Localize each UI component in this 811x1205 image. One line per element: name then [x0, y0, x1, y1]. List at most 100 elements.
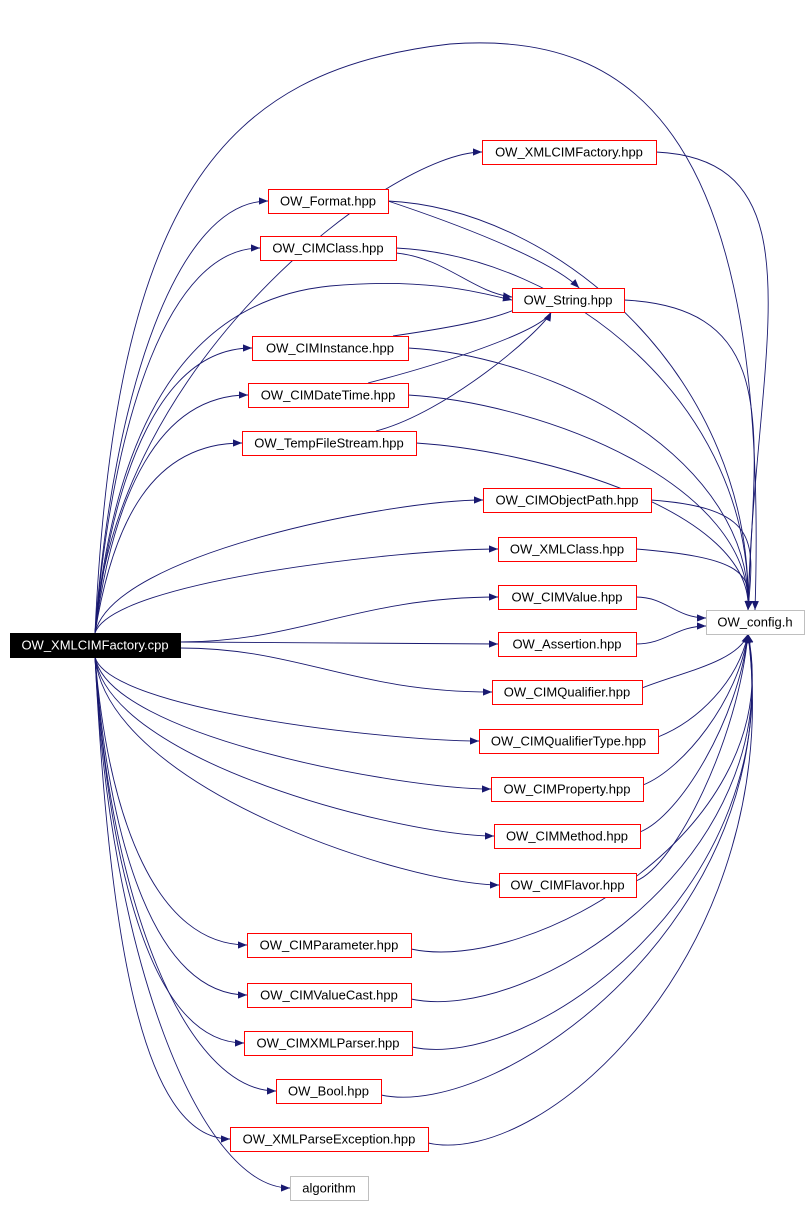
- node-cimobjectpath[interactable]: OW_CIMObjectPath.hpp: [483, 488, 652, 513]
- edge-xmlcimfactory-h-to-config: [655, 151, 769, 611]
- node-cimclass[interactable]: OW_CIMClass.hpp: [260, 236, 397, 261]
- node-cimvalue[interactable]: OW_CIMValue.hpp: [498, 585, 637, 610]
- edge-root-to-cimvalue: [179, 593, 499, 643]
- edge-root-to-cimmethod: [94, 656, 495, 840]
- node-box-cimdatetime: [248, 383, 409, 408]
- node-algorithm: algorithm: [290, 1176, 369, 1201]
- node-label-assertion: OW_Assertion.hpp: [512, 637, 621, 652]
- edge-root-to-cimqualifier: [179, 647, 493, 696]
- edge-tempfilestream-to-string: [375, 311, 552, 432]
- node-label-algorithm: algorithm: [302, 1181, 355, 1196]
- node-cimdatetime[interactable]: OW_CIMDateTime.hpp: [248, 383, 409, 408]
- edge-root-to-cimxmlparser: [94, 656, 245, 1047]
- node-bool[interactable]: OW_Bool.hpp: [276, 1079, 382, 1104]
- node-box-assertion: [498, 632, 637, 657]
- node-label-root: OW_XMLCIMFactory.cpp: [21, 638, 168, 653]
- node-box-algorithm: [290, 1176, 369, 1201]
- node-cimxmlparser[interactable]: OW_CIMXMLParser.hpp: [244, 1031, 413, 1056]
- edge-root-to-ciminstance: [94, 344, 253, 634]
- node-assertion[interactable]: OW_Assertion.hpp: [498, 632, 637, 657]
- node-label-cimvaluecast: OW_CIMValueCast.hpp: [260, 988, 398, 1003]
- node-root[interactable]: OW_XMLCIMFactory.cpp: [10, 633, 181, 658]
- edge-cimclass-to-string: [395, 252, 513, 300]
- node-label-ciminstance: OW_CIMInstance.hpp: [266, 341, 394, 356]
- edge-root-to-assertion: [179, 640, 499, 648]
- node-ciminstance[interactable]: OW_CIMInstance.hpp: [252, 336, 409, 361]
- node-label-config: OW_config.h: [717, 615, 792, 630]
- node-string[interactable]: OW_String.hpp: [512, 288, 625, 313]
- node-box-string: [512, 288, 625, 313]
- node-box-format: [268, 189, 389, 214]
- node-cimproperty[interactable]: OW_CIMProperty.hpp: [491, 777, 644, 802]
- edge-bool-to-config: [380, 633, 753, 1098]
- node-label-xmlparseexception: OW_XMLParseException.hpp: [243, 1132, 416, 1147]
- edge-root-to-bool: [94, 656, 277, 1095]
- node-box-cimvaluecast: [247, 983, 412, 1008]
- edge-root-to-cimclass: [94, 244, 261, 634]
- node-label-cimparameter: OW_CIMParameter.hpp: [260, 938, 399, 953]
- node-box-cimxmlparser: [244, 1031, 413, 1056]
- nodes-layer: OW_XMLCIMFactory.cpp OW_XMLCIMFactory.hpp…: [10, 140, 805, 1201]
- node-cimmethod[interactable]: OW_CIMMethod.hpp: [494, 824, 641, 849]
- edge-root-to-cimproperty: [94, 656, 492, 793]
- node-cimvaluecast[interactable]: OW_CIMValueCast.hpp: [247, 983, 412, 1008]
- node-box-root: [10, 633, 181, 658]
- node-box-cimvalue: [498, 585, 637, 610]
- node-label-bool: OW_Bool.hpp: [288, 1084, 369, 1099]
- node-label-cimxmlparser: OW_CIMXMLParser.hpp: [256, 1036, 399, 1051]
- edge-xmlparseexception-to-config: [427, 633, 753, 1146]
- node-xmlcimfactory-h[interactable]: OW_XMLCIMFactory.hpp: [482, 140, 657, 165]
- edge-root-to-xmlclass: [94, 545, 499, 634]
- node-config: OW_config.h: [706, 610, 805, 635]
- node-box-xmlclass: [498, 537, 637, 562]
- edge-cimvalue-to-config: [635, 596, 707, 622]
- edge-xmlclass-to-config: [635, 548, 753, 611]
- node-label-cimclass: OW_CIMClass.hpp: [272, 241, 383, 256]
- node-box-cimobjectpath: [483, 488, 652, 513]
- node-label-tempfilestream: OW_TempFileStream.hpp: [254, 436, 404, 451]
- node-label-cimobjectpath: OW_CIMObjectPath.hpp: [495, 493, 638, 508]
- node-box-ciminstance: [252, 336, 409, 361]
- node-label-xmlcimfactory-h: OW_XMLCIMFactory.hpp: [495, 145, 643, 160]
- edge-cimvaluecast-to-config: [410, 633, 754, 1003]
- node-cimparameter[interactable]: OW_CIMParameter.hpp: [247, 933, 412, 958]
- edge-root-to-config: [94, 42, 759, 634]
- node-label-cimflavor: OW_CIMFlavor.hpp: [510, 878, 624, 893]
- edge-root-to-string: [94, 282, 513, 634]
- node-cimqualifiertype[interactable]: OW_CIMQualifierType.hpp: [479, 729, 659, 754]
- node-cimqualifier[interactable]: OW_CIMQualifier.hpp: [492, 680, 643, 705]
- edge-root-to-format: [94, 197, 269, 634]
- node-label-format: OW_Format.hpp: [280, 194, 376, 209]
- edge-cimqualifiertype-to-config: [657, 633, 750, 738]
- edge-tempfilestream-to-config: [415, 442, 753, 611]
- node-box-cimmethod: [494, 824, 641, 849]
- edge-cimmethod-to-config: [639, 633, 751, 833]
- edge-root-to-tempfilestream: [94, 439, 243, 634]
- node-box-cimparameter: [247, 933, 412, 958]
- edge-root-to-cimobjectpath: [94, 496, 484, 634]
- node-box-cimproperty: [491, 777, 644, 802]
- edge-assertion-to-config: [635, 622, 707, 645]
- node-format[interactable]: OW_Format.hpp: [268, 189, 389, 214]
- edge-root-to-xmlcimfactory-h: [94, 148, 483, 634]
- edge-cimparameter-to-config: [410, 633, 754, 953]
- edge-cimqualifier-to-config: [641, 633, 749, 689]
- edge-root-to-cimflavor: [94, 656, 500, 889]
- node-box-cimflavor: [499, 873, 637, 898]
- node-label-cimvalue: OW_CIMValue.hpp: [511, 590, 622, 605]
- node-tempfilestream[interactable]: OW_TempFileStream.hpp: [242, 431, 417, 456]
- node-box-cimqualifiertype: [479, 729, 659, 754]
- edge-root-to-cimdatetime: [94, 391, 249, 634]
- edge-root-to-xmlparseexception: [94, 656, 231, 1143]
- node-xmlparseexception[interactable]: OW_XMLParseException.hpp: [230, 1127, 429, 1152]
- edge-format-to-string: [387, 200, 580, 289]
- node-cimflavor[interactable]: OW_CIMFlavor.hpp: [499, 873, 637, 898]
- node-label-cimproperty: OW_CIMProperty.hpp: [504, 782, 631, 797]
- node-box-cimclass: [260, 236, 397, 261]
- edge-format-to-config: [387, 200, 752, 611]
- node-label-cimqualifiertype: OW_CIMQualifierType.hpp: [491, 734, 646, 749]
- node-box-xmlparseexception: [230, 1127, 429, 1152]
- node-xmlclass[interactable]: OW_XMLClass.hpp: [498, 537, 637, 562]
- edge-cimdatetime-to-string: [367, 311, 552, 384]
